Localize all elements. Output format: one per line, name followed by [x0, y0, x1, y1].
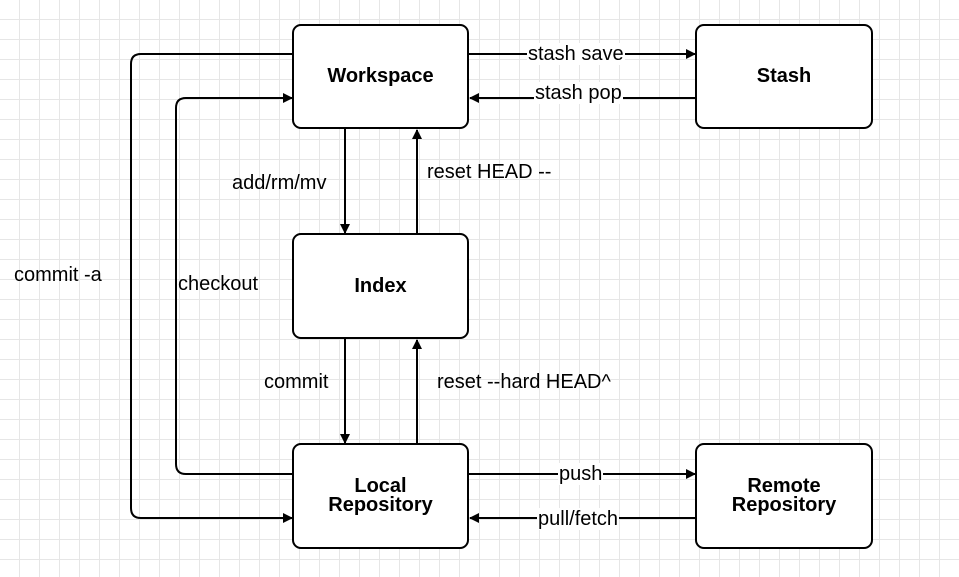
commit-a-label: commit -a: [14, 264, 102, 286]
checkout-label: checkout: [178, 273, 259, 295]
pull-fetch-label: pull/fetch: [537, 508, 620, 530]
workspace-label: Workspace: [327, 65, 434, 87]
index-node: Index: [292, 233, 469, 339]
local-repository-label: Local Repository: [328, 475, 433, 516]
remote-repository-node: Remote Repository: [695, 443, 873, 549]
reset-head-label: reset HEAD --: [427, 161, 552, 183]
remote-repository-label: Remote Repository: [731, 475, 837, 516]
push-label: push: [558, 463, 604, 485]
arrow-commit-a: [130, 53, 293, 523]
commit-label: commit: [264, 371, 329, 393]
workspace-node: Workspace: [292, 24, 469, 129]
add-rm-mv-label: add/rm/mv: [232, 172, 327, 194]
reset-hard-label: reset --hard HEAD^: [437, 371, 611, 393]
stash-save-label: stash save: [527, 43, 625, 65]
index-label: Index: [354, 274, 407, 297]
local-repository-node: Local Repository: [292, 443, 469, 549]
stash-node: Stash: [695, 24, 873, 129]
stash-pop-label: stash pop: [534, 82, 623, 104]
arrow-checkout: [175, 93, 293, 475]
stash-label: Stash: [756, 65, 812, 87]
